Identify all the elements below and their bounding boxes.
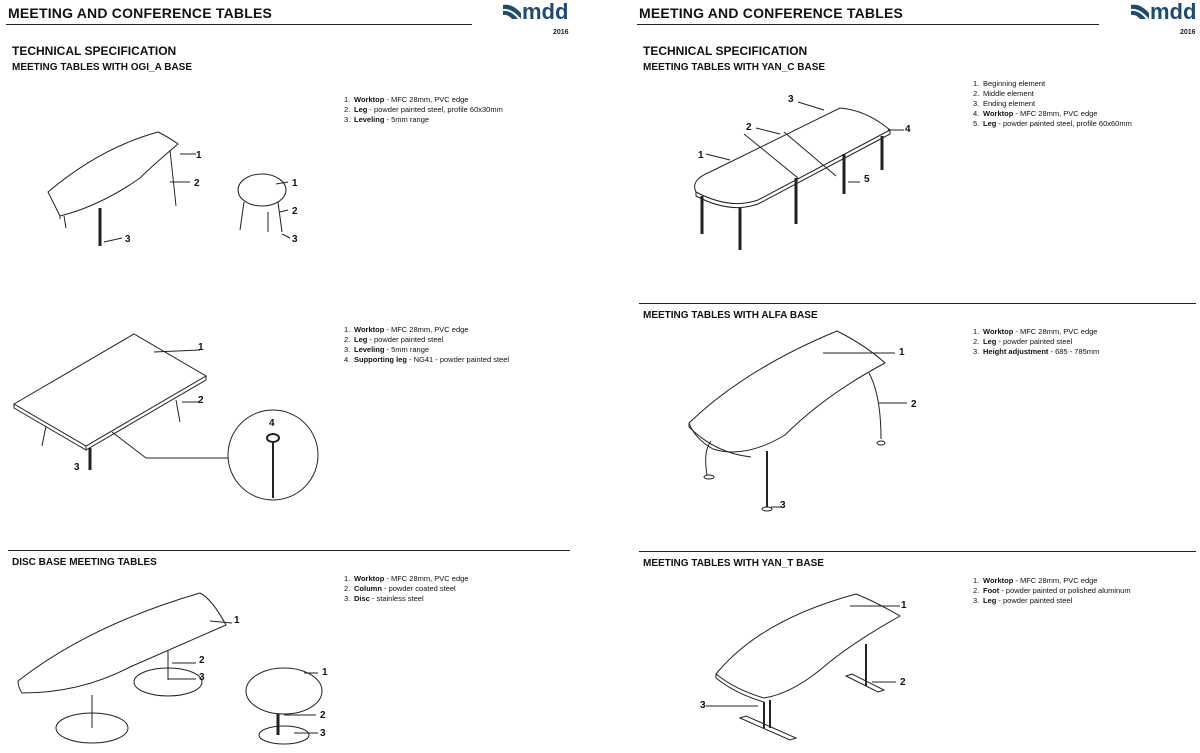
spec-item: 4.Worktop - MFC 28mm, PVC edge: [973, 109, 1098, 118]
callout: 4: [905, 124, 911, 135]
spec-item: 3.Leveling - 5mm range: [344, 115, 430, 124]
spec-item: 5.Leg - powder painted steel, profile 60…: [973, 119, 1132, 128]
callout: 2: [746, 122, 752, 133]
ogi-a-table-drawing: 1 2 3 1 2 3: [47, 131, 298, 246]
spec-item: 4.Supporting leg - NG41 - powder painted…: [344, 355, 510, 364]
spec-item: 2.Leg - powder painted steel, profile 60…: [344, 105, 503, 114]
spec-item: 1.Worktop - MFC 28mm, PVC edge: [344, 95, 469, 104]
callout: 1: [899, 347, 905, 358]
spec-item: 1.Worktop - MFC 28mm, PVC edge: [344, 325, 469, 334]
header-title: MEETING AND CONFERENCE TABLES: [639, 5, 904, 21]
technical-spec-heading: TECHNICAL SPECIFICATION: [12, 44, 177, 58]
spec-list-yan-c: 1.Beginning element 2.Middle element 3.E…: [973, 79, 1132, 129]
mdd-logo-mark-icon: [1131, 4, 1149, 20]
logo-year: 2016: [553, 29, 569, 36]
section-rule: [639, 303, 1196, 304]
spec-item: 3.Leveling - 5mm range: [344, 345, 430, 354]
section-title-ogi-a: MEETING TABLES WITH OGI_A BASE: [12, 62, 193, 73]
section-rule: [639, 551, 1196, 552]
callout: 3: [780, 500, 786, 511]
spec-item: 3.Ending element: [973, 99, 1036, 108]
callout: 1: [292, 178, 298, 189]
catalog-page-left: MEETING AND CONFERENCE TABLES mdd 2016 T…: [6, 0, 572, 745]
section-title-yan-c: MEETING TABLES WITH YAN_C BASE: [643, 62, 826, 73]
callout: 3: [320, 728, 326, 739]
spec-item: 2.Foot - powder painted or polished alum…: [973, 586, 1131, 595]
spec-item: 1.Worktop - MFC 28mm, PVC edge: [344, 574, 469, 583]
spec-list-ogi-a: 1.Worktop - MFC 28mm, PVC edge 2.Leg - p…: [344, 95, 503, 125]
catalog-page-right: MEETING AND CONFERENCE TABLES mdd 2016 T…: [600, 0, 1200, 753]
logo-text: mdd: [1150, 0, 1197, 24]
section-rule: [8, 550, 570, 551]
callout: 4: [269, 418, 275, 429]
callout: 1: [322, 667, 328, 678]
alfa-table-drawing: 1 2 3: [688, 330, 917, 512]
yan-t-table-drawing: 1 2 3: [700, 593, 907, 741]
header-rule: [6, 24, 472, 25]
spec-item: 2.Column - powder coated steel: [344, 584, 456, 593]
callout: 2: [320, 710, 326, 721]
spec-item: 3.Leg - powder painted steel: [973, 596, 1073, 605]
spec-item: 2.Leg - powder painted steel: [344, 335, 444, 344]
callout: 3: [788, 94, 794, 105]
callout: 2: [911, 399, 917, 410]
spec-item: 3.Height adjustment - 685 - 785mm: [973, 347, 1100, 356]
section-title-disc-base: DISC BASE MEETING TABLES: [12, 557, 157, 568]
callout: 2: [292, 206, 298, 217]
logo-year: 2016: [1180, 29, 1196, 36]
callout: 1: [901, 600, 907, 611]
section-title-alfa: MEETING TABLES WITH ALFA BASE: [643, 310, 818, 321]
spec-list-ogi-a-supporting: 1.Worktop - MFC 28mm, PVC edge 2.Leg - p…: [344, 325, 509, 365]
spec-item: 2.Middle element: [973, 89, 1034, 98]
spec-item: 2.Leg - powder painted steel: [973, 337, 1073, 346]
callout: 2: [194, 178, 200, 189]
header-rule: [637, 24, 1099, 25]
rectangular-table-drawing: 1 2 3 4: [13, 333, 319, 501]
spec-list-disc-base: 1.Worktop - MFC 28mm, PVC edge 2.Column …: [344, 574, 468, 604]
section-title-yan-t: MEETING TABLES WITH YAN_T BASE: [643, 558, 824, 569]
callout: 3: [199, 672, 205, 683]
spec-list-yan-t: 1.Worktop - MFC 28mm, PVC edge 2.Foot - …: [973, 576, 1131, 606]
yan-c-table-drawing: 1 2 3 4 5: [694, 94, 911, 250]
callout: 5: [864, 174, 870, 185]
logo-text: mdd: [522, 0, 569, 24]
mdd-logo-mark-icon: [503, 4, 521, 20]
header-title: MEETING AND CONFERENCE TABLES: [8, 5, 273, 21]
callout: 3: [125, 234, 131, 245]
technical-spec-heading: TECHNICAL SPECIFICATION: [643, 44, 808, 58]
callout: 1: [698, 150, 704, 161]
callout: 2: [199, 655, 205, 666]
disc-base-table-drawing: 1 2 3 1 2 3: [17, 592, 328, 745]
callout: 1: [198, 342, 204, 353]
callout: 1: [234, 615, 240, 626]
spec-item: 3.Disc - stainless steel: [344, 594, 424, 603]
callout: 2: [900, 677, 906, 688]
spec-item: 1.Worktop - MFC 28mm, PVC edge: [973, 327, 1098, 336]
callout: 2: [198, 395, 204, 406]
spec-list-alfa: 1.Worktop - MFC 28mm, PVC edge 2.Leg - p…: [973, 327, 1099, 357]
mdd-logo: mdd: [502, 0, 572, 25]
callout: 3: [700, 700, 706, 711]
mdd-logo: mdd: [1130, 0, 1200, 25]
callout: 1: [196, 150, 202, 161]
callout: 3: [74, 462, 80, 473]
spec-item: 1.Beginning element: [973, 79, 1046, 88]
spec-item: 1.Worktop - MFC 28mm, PVC edge: [973, 576, 1098, 585]
callout: 3: [292, 234, 298, 245]
